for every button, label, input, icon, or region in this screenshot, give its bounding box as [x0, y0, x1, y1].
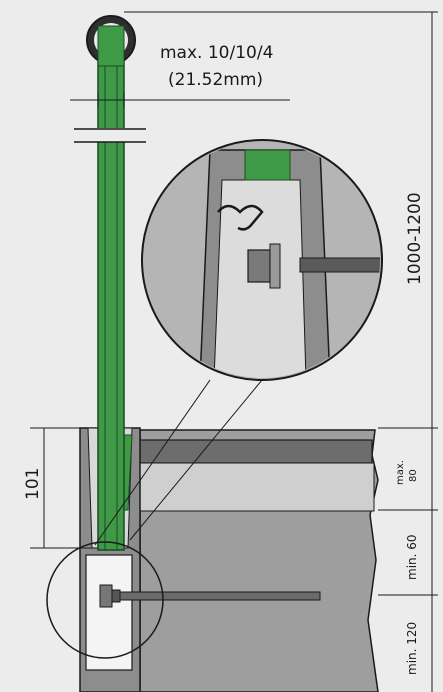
- profile-depth-dimension: 101: [23, 427, 98, 549]
- profile-depth-label: 101: [23, 468, 43, 500]
- floor-slab: [139, 429, 379, 692]
- glass-panel: [74, 29, 146, 551]
- detail-callout-small: [46, 541, 164, 659]
- max-label-line2: 80: [408, 469, 419, 482]
- washer: [111, 589, 121, 603]
- screed-layer: [139, 462, 375, 512]
- height-dimension: 1000-1200: [124, 11, 438, 429]
- min-60-label: min. 60: [405, 534, 419, 580]
- nut-detail: [247, 249, 271, 283]
- floor-dimensions: max. 80 min. 60 min. 120: [378, 428, 438, 692]
- glass-thickness-mm: (21.52mm): [168, 70, 263, 90]
- profile-chamber: [85, 554, 133, 671]
- height-range-label: 1000-1200: [405, 192, 425, 285]
- max-label-line1: max.: [395, 460, 406, 485]
- glass-thickness-label: max. 10/10/4: [160, 43, 273, 63]
- anchor-rod: [119, 591, 321, 601]
- glass-thickness-dimension: max. 10/10/4 (21.52mm): [70, 43, 290, 108]
- handrail: [86, 15, 136, 67]
- threaded-rod-detail: [299, 257, 380, 273]
- bolt-head: [99, 584, 113, 608]
- floor-finish-layer: [139, 439, 373, 464]
- min-120-label: min. 120: [405, 622, 419, 675]
- detail-callout-large: [94, 139, 383, 546]
